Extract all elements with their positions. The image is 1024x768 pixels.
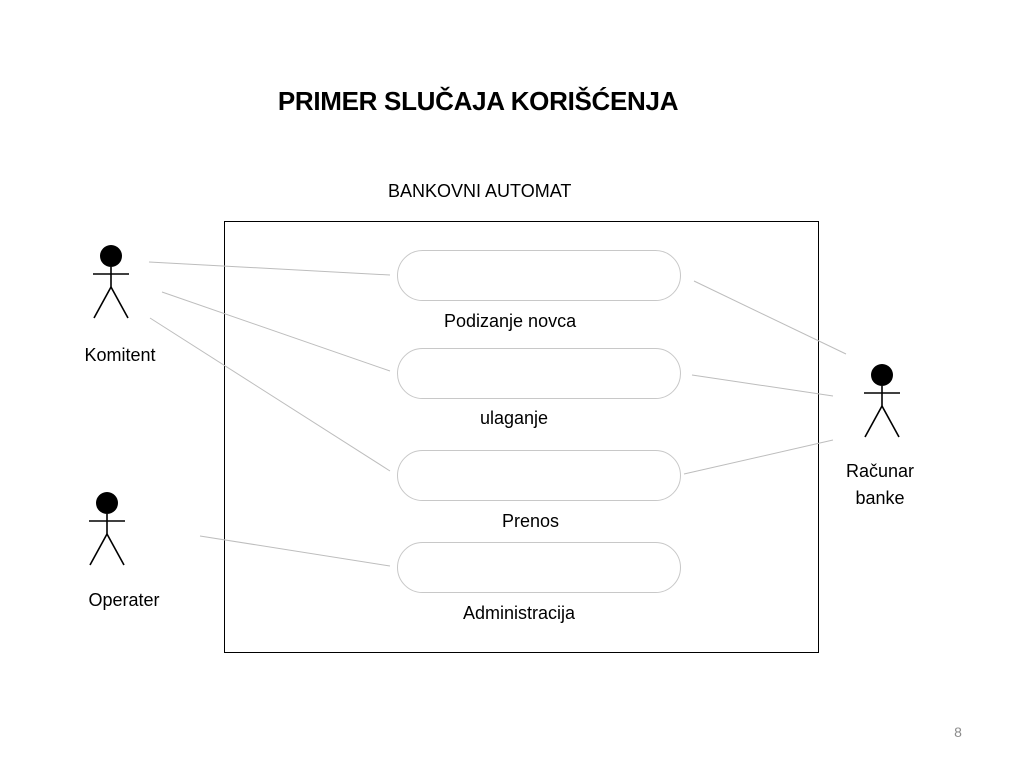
use-case-podizanje-novca: [397, 250, 681, 301]
page-number: 8: [954, 724, 962, 740]
page-title: PRIMER SLUČAJA KORIŠĆENJA: [277, 86, 679, 116]
use-case-label: Administracija: [463, 603, 576, 623]
use-case-administracija: [397, 542, 681, 593]
actor-operater-icon: [89, 492, 125, 566]
association-komitent-podizanje-novca: [148, 261, 391, 276]
use-case-label: ulaganje: [480, 408, 549, 428]
use-case-ulaganje: [397, 348, 681, 399]
association-racunar-banke-podizanje-novca: [693, 280, 847, 355]
association-komitent-prenos: [149, 317, 391, 472]
association-racunar-banke-prenos: [683, 439, 834, 475]
association-operater-administracija: [199, 535, 391, 567]
actor-label-operater: Operater: [88, 590, 160, 610]
actor-racunar-banke-icon: [864, 364, 900, 438]
actor-label-komitent: Komitent: [84, 345, 156, 365]
use-case-label: Podizanje novca: [444, 311, 577, 331]
system-boundary: [224, 221, 819, 653]
use-case-prenos: [397, 450, 681, 501]
actor-label-racunar-banke: Računar banke: [845, 461, 915, 508]
association-komitent-ulaganje: [161, 291, 391, 372]
system-name: BANKOVNI AUTOMAT: [388, 181, 572, 201]
association-racunar-banke-ulaganje: [691, 374, 834, 397]
actor-komitent-icon: [93, 245, 129, 319]
use-case-label: Prenos: [502, 511, 560, 531]
